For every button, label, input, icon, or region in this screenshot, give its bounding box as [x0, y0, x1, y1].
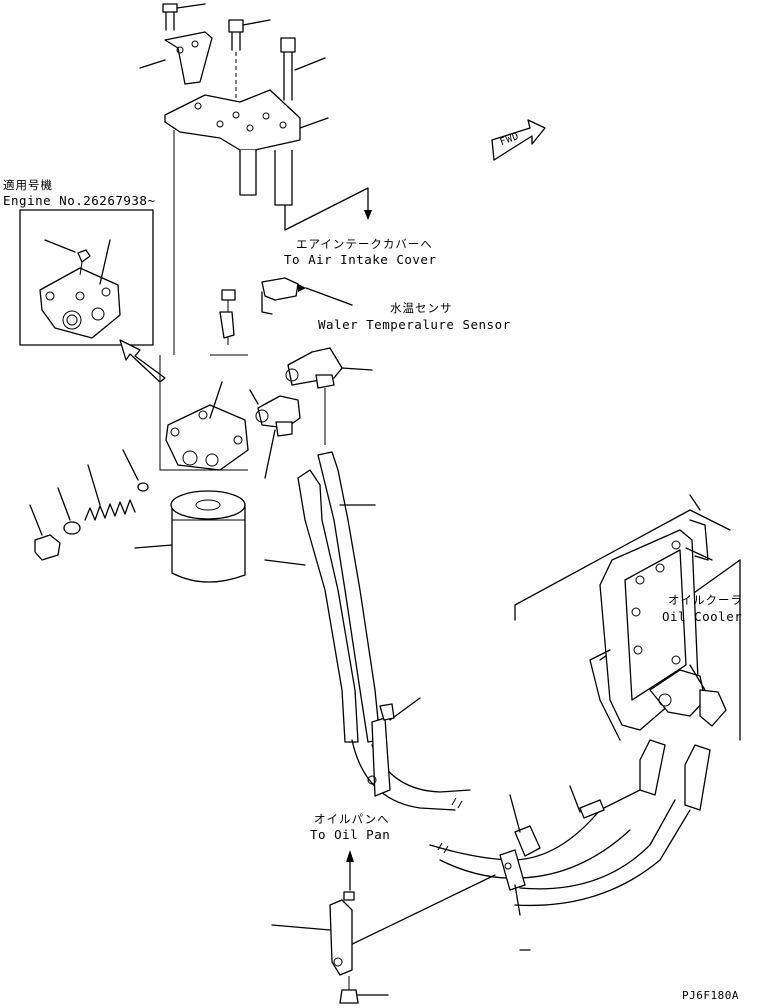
drawing-code: PJ6F180A: [682, 989, 739, 1002]
oil-filter: [134, 490, 246, 583]
oil-hoses: [264, 451, 711, 907]
relief-valve-parts: [29, 449, 149, 561]
oil-pan-arrow: [346, 850, 354, 891]
bottom-stay: [271, 891, 389, 1004]
oil-pan-label-en: To Oil Pan: [310, 827, 391, 842]
air-intake-leader: [284, 187, 372, 231]
air-intake-label-en: To Air Intake Cover: [284, 252, 437, 267]
hose-clamp-upper: [367, 697, 421, 797]
oil-pan-label-ja: オイルパンへ: [314, 812, 390, 826]
hose-clamp-lower: [339, 849, 526, 951]
fwd-arrow: [491, 119, 546, 161]
oil-cooler-label-en: Oil Cooler: [662, 609, 743, 624]
oil-cooler-label-ja: オイルクーラ: [668, 593, 743, 607]
top-bolt-middle: [228, 19, 271, 110]
top-bolt-right: [280, 37, 326, 101]
detail-arrow: [119, 339, 166, 383]
hose-break-marks: [437, 797, 463, 854]
air-intake-label-ja: エアインテークカバーへ: [296, 237, 433, 251]
engine-serial-label: Engine No.26267938~: [3, 193, 156, 208]
elbow-fitting-upper: [285, 347, 373, 445]
applicability-box: [19, 209, 154, 346]
detail-filter-head: [39, 239, 121, 339]
top-bolt-left: [162, 3, 206, 31]
small-bracket: [139, 31, 213, 85]
applicability-label: 適用号機: [3, 178, 53, 192]
water-temp-sensor-label-en: Waler Temperalure Sensor: [318, 317, 511, 332]
elbow-fitting-lower: [249, 389, 301, 479]
hose-clamp-middle: [509, 785, 605, 857]
water-temperature-sensor: [261, 277, 353, 315]
oil-cooler-assembly: [514, 494, 741, 741]
mount-plate: [164, 89, 329, 355]
water-temp-sensor-label-ja: 水温センサ: [390, 301, 453, 315]
filter-head: [165, 289, 249, 471]
